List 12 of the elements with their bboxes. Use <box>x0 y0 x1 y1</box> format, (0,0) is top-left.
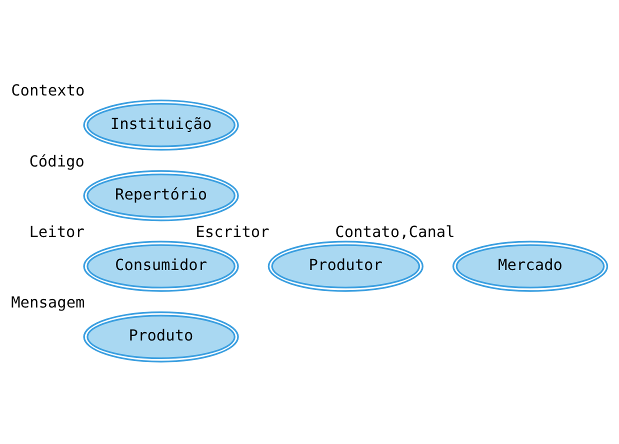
node-label: Código <box>29 152 84 170</box>
node-label: Leitor <box>29 222 84 240</box>
node-ellipse: Consumidor <box>83 240 239 292</box>
node-ellipse: Mercado <box>452 240 608 292</box>
node-label: Contexto <box>11 81 85 100</box>
node-label: Escritor <box>196 222 270 240</box>
node-label: Contato,Canal <box>335 222 455 240</box>
node-ellipse: Instituição <box>83 99 239 150</box>
node-ellipse: Produto <box>83 310 239 362</box>
node-label: Mensagem <box>11 292 85 311</box>
node-ellipse: Repertório <box>83 170 239 221</box>
node-ellipse: Produtor <box>268 240 424 292</box>
